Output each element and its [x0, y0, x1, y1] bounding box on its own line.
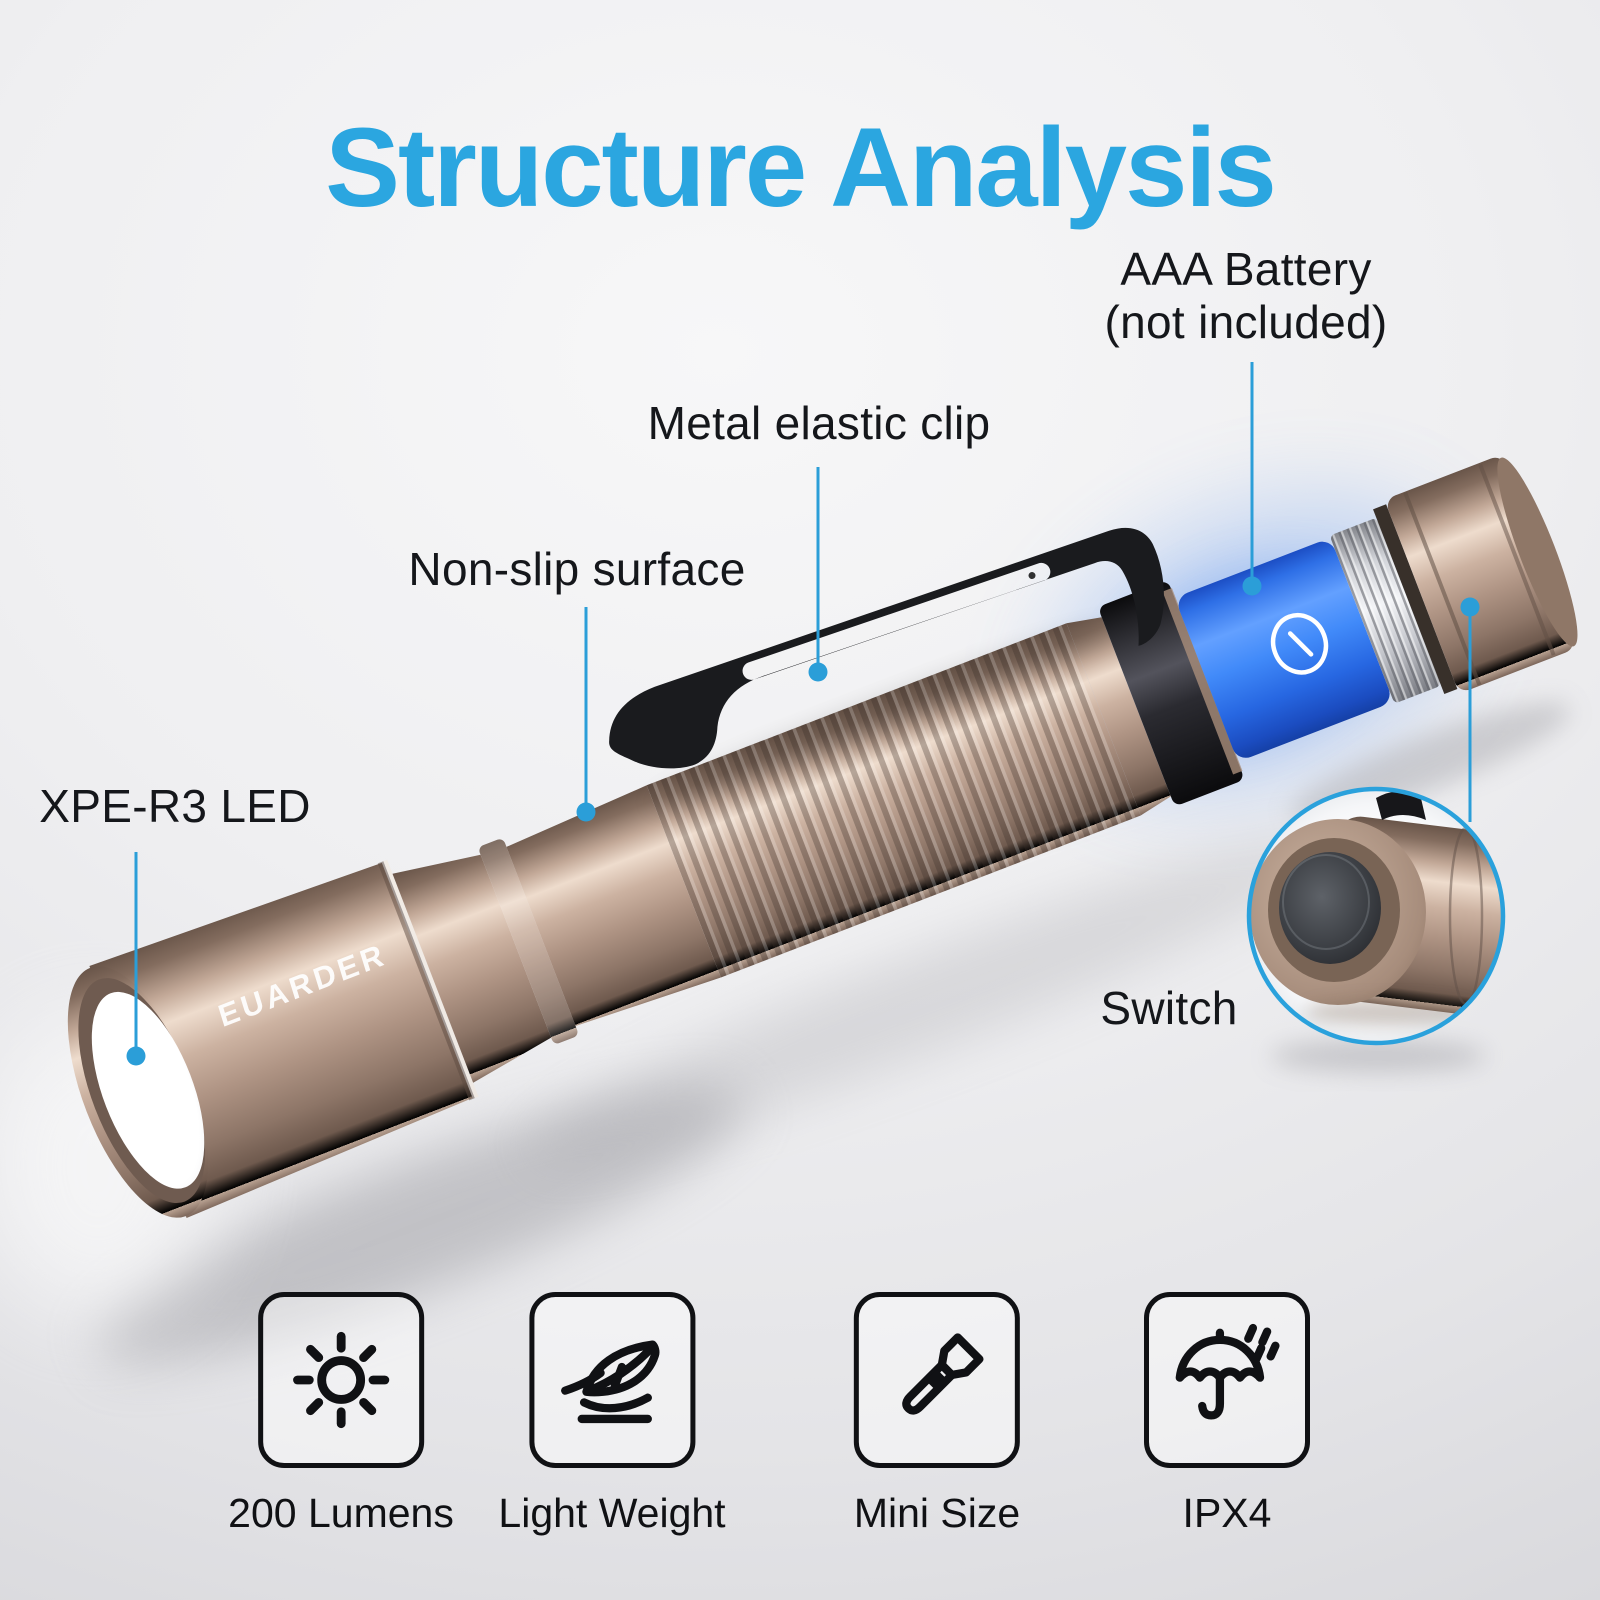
feature-lumens: 200 Lumens	[228, 1292, 454, 1537]
head-groove-highlight	[383, 859, 479, 1099]
callout-switch-label: Switch	[1100, 982, 1238, 1034]
feature-label-ipx4: IPX4	[1182, 1490, 1272, 1536]
flashlight-lip-ring	[479, 839, 578, 1044]
feature-card-size	[853, 1292, 1020, 1468]
feature-card-weight	[528, 1292, 695, 1468]
flashlight-neck	[392, 854, 552, 1083]
feature-label-lumens: 200 Lumens	[228, 1490, 454, 1536]
inset-shadow	[1270, 1040, 1486, 1072]
aaa-battery	[1178, 541, 1390, 758]
tail-cap	[1387, 457, 1574, 691]
clip-rivet	[1028, 572, 1036, 580]
lip-sheen	[479, 839, 578, 1044]
page-title: Structure Analysis	[325, 105, 1277, 231]
clip-shadow	[649, 625, 1117, 808]
pocket-clip	[609, 527, 1164, 769]
feature-card-ipx4	[1144, 1292, 1310, 1468]
rib-texture	[646, 623, 1141, 978]
umbrella-rain-icon	[1175, 1323, 1280, 1420]
callout-clip-label: Metal elastic clip	[647, 397, 991, 449]
feather-icon	[560, 1340, 660, 1424]
callout-nonslip-label: Non-slip surface	[408, 543, 746, 595]
head-groove	[377, 861, 475, 1101]
feature-size: Mini Size	[854, 1292, 1020, 1537]
feature-label-size: Mini Size	[853, 1490, 1021, 1536]
flashlight-icon	[902, 1333, 984, 1415]
tail-groove-1	[1403, 491, 1482, 686]
leader-dot-clip	[808, 662, 828, 682]
switch-inset	[1246, 786, 1506, 1072]
leader-dots	[126, 576, 1480, 1066]
ground-shadow-body	[528, 838, 1332, 1162]
feature-weight: Light Weight	[498, 1292, 726, 1537]
sun-icon	[292, 1331, 390, 1429]
feature-label-weight: Light Weight	[498, 1490, 726, 1536]
tail-black-ring	[1100, 582, 1243, 805]
leader-dot-battery	[1242, 576, 1262, 596]
feature-card-lumens	[257, 1292, 424, 1468]
leader-lines	[134, 362, 1472, 1056]
inset-border	[1246, 786, 1506, 1046]
leader-dot-switch	[1460, 597, 1480, 617]
flashlight-cone	[506, 785, 721, 1027]
body-smooth-section	[1066, 617, 1171, 816]
thread-texture	[1331, 519, 1440, 703]
switch-button	[1279, 852, 1381, 964]
tail-end-face	[1497, 457, 1578, 647]
leader-dot-led	[126, 1046, 146, 1066]
feature-ipx4: IPX4	[1144, 1292, 1310, 1537]
leader-dot-nonslip	[576, 802, 596, 822]
battery-indicator-icon	[1270, 612, 1329, 675]
battery-label-line2: (not included)	[1104, 296, 1388, 349]
tail-gap-ring	[1373, 504, 1458, 695]
battery-label-line1: AAA Battery	[1120, 243, 1372, 295]
callout-battery-label: AAA Battery (not included)	[1105, 243, 1388, 350]
inset-clip-tab	[1376, 790, 1426, 820]
callout-led-label: XPE-R3 LED	[39, 780, 311, 832]
tail-groove-2	[1478, 464, 1556, 656]
switch-button-highlight	[1282, 854, 1370, 950]
ring-bronze-edge	[1162, 588, 1243, 775]
inset-inner-shadow	[1305, 999, 1475, 1025]
flashlight-lens	[91, 991, 205, 1189]
